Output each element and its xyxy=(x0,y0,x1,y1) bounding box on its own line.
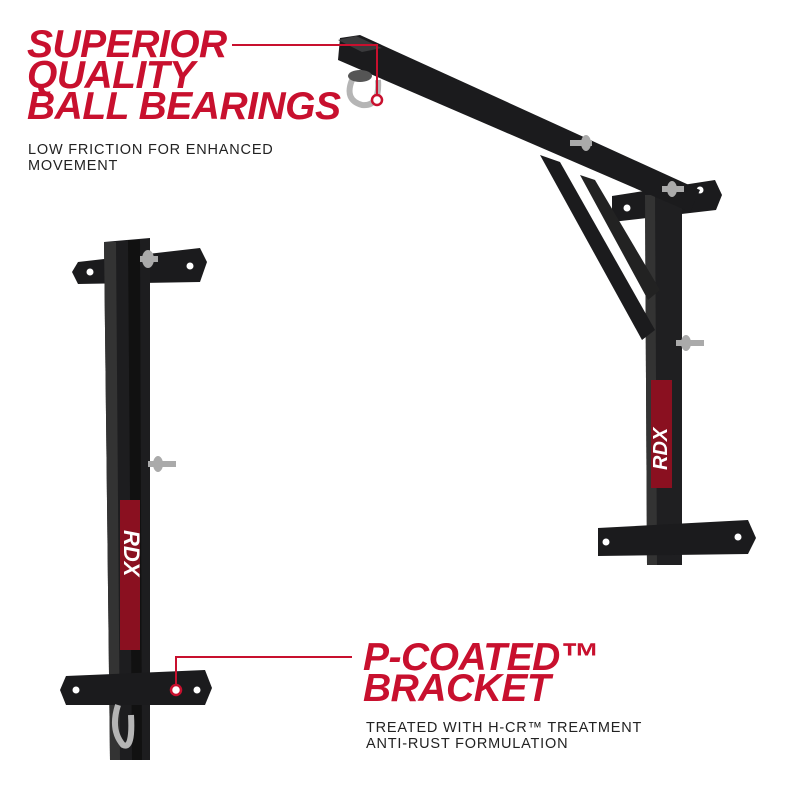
wing-bolt-icon xyxy=(676,335,704,351)
wing-bolt-icon xyxy=(662,181,684,197)
wing-bolt-icon xyxy=(148,456,176,472)
callout-line-top xyxy=(232,44,384,107)
bracket-description: TREATED WITH H-CR™ TREATMENT ANTI-RUST F… xyxy=(366,720,643,752)
rdx-logo: RDX xyxy=(119,530,144,578)
ball-bearings-headline: SUPERIOR QUALITY BALL BEARINGS xyxy=(27,23,341,128)
rdx-logo: RDX xyxy=(650,426,672,470)
wing-bolt-icon xyxy=(570,135,592,151)
callout-line-bottom xyxy=(169,656,352,697)
bracket-headline: P-COATED™ BRACKET xyxy=(363,636,599,710)
ball-bearings-description: LOW FRICTION FOR ENHANCED MOVEMENT xyxy=(28,142,274,174)
wall-bracket-assembled: RDX xyxy=(338,35,756,565)
wing-bolt-icon xyxy=(140,250,158,268)
wall-bracket-folded: RDX xyxy=(60,238,212,760)
shackle-icon xyxy=(111,704,135,749)
